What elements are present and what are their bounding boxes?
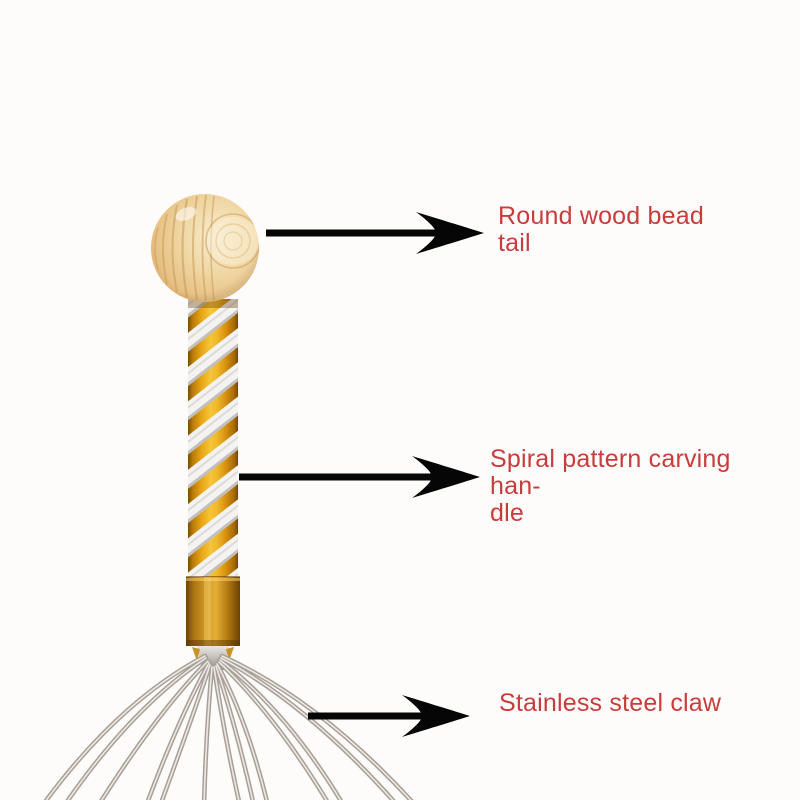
claw-wire-highlight xyxy=(213,666,240,800)
annotation-arrow-bead xyxy=(266,212,484,254)
annotation-arrow-handle xyxy=(239,456,480,498)
label-spiral-handle: Spiral pattern carving han- dle xyxy=(490,445,731,527)
steel-claw xyxy=(43,653,414,800)
wood-bead xyxy=(151,194,259,302)
claw-wire-highlight xyxy=(161,664,211,800)
claw-wire-highlight xyxy=(218,661,328,800)
claw-wire xyxy=(65,655,209,800)
handle-top-shadow xyxy=(188,299,238,308)
hub-gold-glint-left xyxy=(192,647,200,661)
ferrule-bottom-shadow xyxy=(186,640,240,646)
claw-wire-highlight xyxy=(203,666,213,800)
claw-wire-highlight xyxy=(215,665,254,800)
spiral-handle xyxy=(186,299,240,578)
arrow-head xyxy=(412,456,480,498)
claw-wire-highlight xyxy=(100,660,209,800)
arrow-head xyxy=(402,695,470,737)
annotation-arrow-claw xyxy=(308,695,470,737)
ferrule-body xyxy=(186,577,240,646)
ferrule xyxy=(186,577,240,646)
hub-gold-glint-right xyxy=(226,647,234,661)
label-steel-claw: Stainless steel claw xyxy=(499,689,722,717)
claw-wire-highlight xyxy=(67,657,207,800)
ferrule-top-highlight xyxy=(186,578,240,581)
claw-wire-highlight xyxy=(219,659,342,800)
handle-spiral-pattern xyxy=(188,299,238,578)
claw-wire-highlight xyxy=(216,663,268,800)
claw-wire-highlight xyxy=(45,655,206,800)
bead-rim-shading xyxy=(151,194,259,302)
arrow-head xyxy=(416,212,484,254)
ferrule-streak xyxy=(204,577,211,646)
claw-wire-highlight xyxy=(147,662,210,800)
label-wood-bead: Round wood bead tail xyxy=(498,202,704,257)
